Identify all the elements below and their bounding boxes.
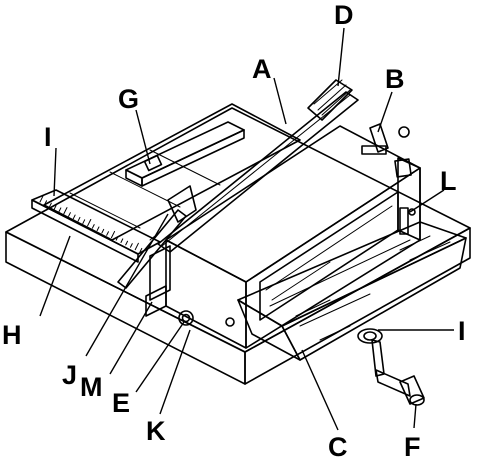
ruler-tick: [44, 200, 48, 205]
ruler-tick: [58, 207, 62, 213]
ruler-tick: [110, 230, 116, 239]
label-f: F: [404, 432, 421, 462]
ruler-tick: [53, 205, 57, 210]
ruler-tick: [96, 226, 100, 232]
lever-handle: [307, 79, 353, 121]
crank-handle: [357, 328, 425, 406]
ruler-tick: [134, 242, 139, 251]
safety-guard: [237, 221, 467, 361]
label-d: D: [334, 0, 354, 30]
blade-housing: [165, 125, 421, 349]
label-k: K: [146, 416, 166, 446]
callout-labels: A B C D E F G H I I J K L M: [2, 0, 466, 462]
ruler-tick: [91, 224, 95, 229]
ruler-tick: [77, 216, 81, 222]
label-c: C: [328, 432, 348, 462]
ruler-tick: [72, 214, 76, 220]
label-i-top: I: [44, 122, 52, 152]
label-m: M: [80, 372, 103, 402]
base-table: [5, 107, 471, 385]
blade-lock: [361, 123, 389, 155]
front-plate: [145, 245, 171, 317]
label-e: E: [112, 388, 130, 418]
ruler-tick: [129, 243, 133, 248]
guard-bracket: [399, 207, 416, 235]
ruler-tick: [49, 202, 52, 208]
label-a: A: [252, 54, 272, 84]
ruler-tick: [63, 207, 68, 215]
ruler-tick: [139, 247, 143, 253]
leader-lines: [39, 27, 454, 431]
ruler-tick: [87, 219, 92, 227]
ruler-tick: [101, 228, 105, 234]
label-l: L: [440, 166, 457, 196]
label-g: G: [118, 84, 139, 114]
ruler-tick: [68, 212, 71, 217]
label-i-right: I: [458, 316, 466, 346]
back-gauge: [125, 121, 245, 187]
ruler-tick: [120, 238, 124, 243]
ruler-tick: [115, 235, 119, 241]
label-h: H: [2, 320, 22, 350]
ruler-tick: [106, 231, 109, 236]
label-j: J: [62, 360, 77, 390]
ruler-tick: [125, 240, 129, 246]
label-b: B: [385, 64, 405, 94]
ruler-tick: [39, 195, 44, 203]
ruler-ticks: [39, 195, 143, 253]
adjust-knob: [178, 310, 235, 327]
ruler-tick: [82, 219, 86, 224]
